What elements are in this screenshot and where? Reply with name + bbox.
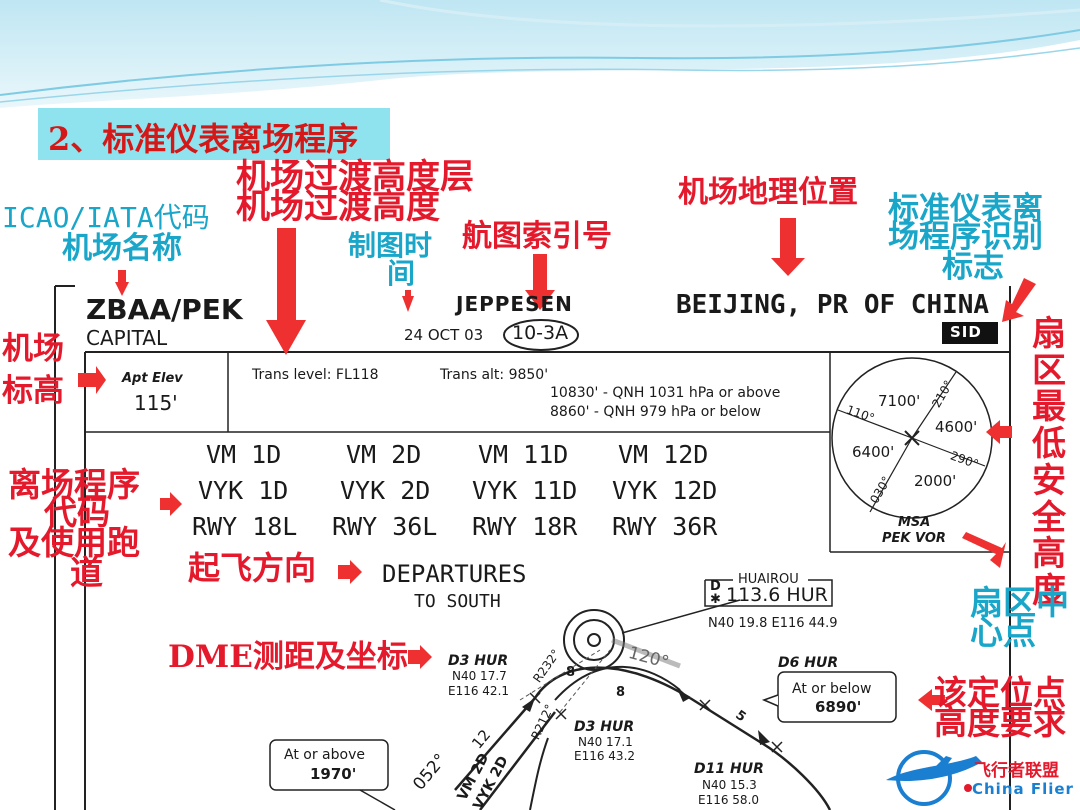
annotation-msa-text: 扇区 xyxy=(1032,314,1066,391)
msa-altitude-s: 2000' xyxy=(914,472,957,490)
logo-chinese-text: 飞行者联盟 xyxy=(974,761,1059,781)
annotation-departure-code: 代码 xyxy=(44,493,110,532)
altitude-restriction-text: At or below xyxy=(792,681,872,697)
procedure-code: VYK 1D xyxy=(198,476,289,505)
annotation-fix-altitude: 该定位点 xyxy=(934,673,1066,712)
fix-d3-hur-lon: E116 43.2 xyxy=(574,749,636,763)
jeppesen-logo-text: JEPPESEN xyxy=(456,292,573,316)
runway-designator: RWY 18L xyxy=(192,512,298,541)
huairou-frequency: 113.6 HUR xyxy=(726,584,828,606)
vor-symbol-icon: ✱ xyxy=(710,592,721,607)
annotation-geo-location: 机场地理位置 xyxy=(678,175,858,210)
slide-title: 2、标准仪表离场程序 xyxy=(48,120,359,158)
annotation-msa-center: 扇区中 xyxy=(970,583,1069,622)
segment-distance: 8 xyxy=(616,685,626,700)
annotation-msa-center: 心点 xyxy=(970,613,1036,652)
msa-altitude-w: 6400' xyxy=(852,443,895,461)
msa-label: MSA xyxy=(898,515,931,530)
msa-altitude-nw: 7100' xyxy=(878,392,921,410)
elevation-value: 115' xyxy=(134,391,178,415)
procedure-code: VM 12D xyxy=(618,440,709,469)
altitude-restriction-text: At or above xyxy=(284,747,365,763)
altitude-restriction-value: 6890' xyxy=(815,698,862,716)
trans-level: Trans level: FL118 xyxy=(252,367,379,383)
fix-d3-hur-lat: N40 17.7 xyxy=(452,669,507,683)
elevation-label: Apt Elev xyxy=(122,371,183,386)
annotation-departure-code: 离场程序 xyxy=(8,465,140,504)
annotation-departure-code: 道 xyxy=(70,553,103,592)
annotation-fix-altitude: 高度要求 xyxy=(934,703,1066,742)
header-wave-banner xyxy=(0,0,1080,115)
msa-vor-label: PEK VOR xyxy=(882,531,946,546)
fix-d3-hur-name: D3 HUR xyxy=(574,719,635,735)
procedure-code: VM 2D xyxy=(346,440,422,469)
fix-d3-hur-lat: N40 17.1 xyxy=(578,735,633,749)
logo-english-text: China Flier xyxy=(972,780,1074,798)
annotation-icao-iata: ICAO/IATA代码 xyxy=(2,201,210,234)
chart-index-number: 10-3A xyxy=(512,322,569,344)
dme-symbol: D xyxy=(710,579,721,594)
annotation-elevation: 机场 xyxy=(2,331,64,367)
runway-designator: RWY 36R xyxy=(612,512,718,541)
huairou-name: HUAIROU xyxy=(738,572,799,587)
fix-d11-hur-lat: N40 15.3 xyxy=(702,778,757,792)
procedure-code: VYK 11D xyxy=(472,476,578,505)
procedure-code: VYK 2D xyxy=(340,476,431,505)
annotation-sid-id: 场程序识别 xyxy=(888,219,1043,255)
annotation-departure-code: 及使用跑 xyxy=(8,523,140,562)
procedure-code: VM 1D xyxy=(206,440,282,469)
airport-icao-code: ZBAA/PEK xyxy=(86,293,243,326)
fix-d11-hur-lon: E116 58.0 xyxy=(698,793,760,807)
fix-d6-hur-name: D6 HUR xyxy=(778,655,839,671)
altitude-restriction-value: 1970' xyxy=(310,765,357,783)
annotation-takeoff-direction: 起飞方向 xyxy=(188,549,317,587)
fix-d3-hur-name: D3 HUR xyxy=(448,653,509,669)
annotation-elevation: 标高 xyxy=(2,373,64,409)
procedure-code: VM 11D xyxy=(478,440,569,469)
annotation-dme: DME测距及坐标 xyxy=(168,639,408,675)
china-flier-logo xyxy=(886,750,982,806)
departures-heading: DEPARTURES xyxy=(382,560,527,588)
annotation-msa-text: 最低 xyxy=(1032,387,1066,465)
annotation-chart-date: 间 xyxy=(387,257,416,290)
segment-distance: 8 xyxy=(566,665,576,680)
qnh-below: 8860' - QNH 979 hPa or below xyxy=(550,404,761,420)
annotation-trans-altitude: 机场过渡高度 xyxy=(236,187,440,227)
huairou-coordinates: N40 19.8 E116 44.9 xyxy=(708,616,838,631)
runway-designator: RWY 18R xyxy=(472,512,578,541)
annotation-chart-date: 制图时 xyxy=(348,229,433,262)
fix-d11-hur-name: D11 HUR xyxy=(694,761,764,777)
slide-title-background xyxy=(38,108,390,160)
chart-date: 24 OCT 03 xyxy=(404,326,484,344)
qnh-above: 10830' - QNH 1031 hPa or above xyxy=(550,385,781,401)
sid-badge: SID xyxy=(950,323,982,341)
airport-location: BEIJING, PR OF CHINA xyxy=(676,290,990,320)
annotation-msa: 扇区最低安全高度 xyxy=(1032,316,1072,610)
runway-designator: RWY 36L xyxy=(332,512,438,541)
trans-alt: Trans alt: 9850' xyxy=(440,367,549,383)
airport-name: CAPITAL xyxy=(86,326,168,350)
msa-altitude-ne: 4600' xyxy=(935,418,978,436)
procedure-code: VYK 12D xyxy=(612,476,718,505)
fix-d3-hur-lon: E116 42.1 xyxy=(448,684,510,698)
annotation-airport-name: 机场名称 xyxy=(62,231,182,266)
annotation-sid-id: 标志 xyxy=(942,249,1004,285)
annotation-msa-text: 高度 xyxy=(1032,534,1066,612)
annotation-chart-index: 航图索引号 xyxy=(462,219,612,254)
annotation-sid-id: 标准仪表离 xyxy=(888,191,1043,227)
annotation-trans-level: 机场过渡高度层 xyxy=(236,157,474,197)
to-south-heading: TO SOUTH xyxy=(414,591,501,612)
annotation-msa-text: 安全 xyxy=(1032,460,1066,538)
